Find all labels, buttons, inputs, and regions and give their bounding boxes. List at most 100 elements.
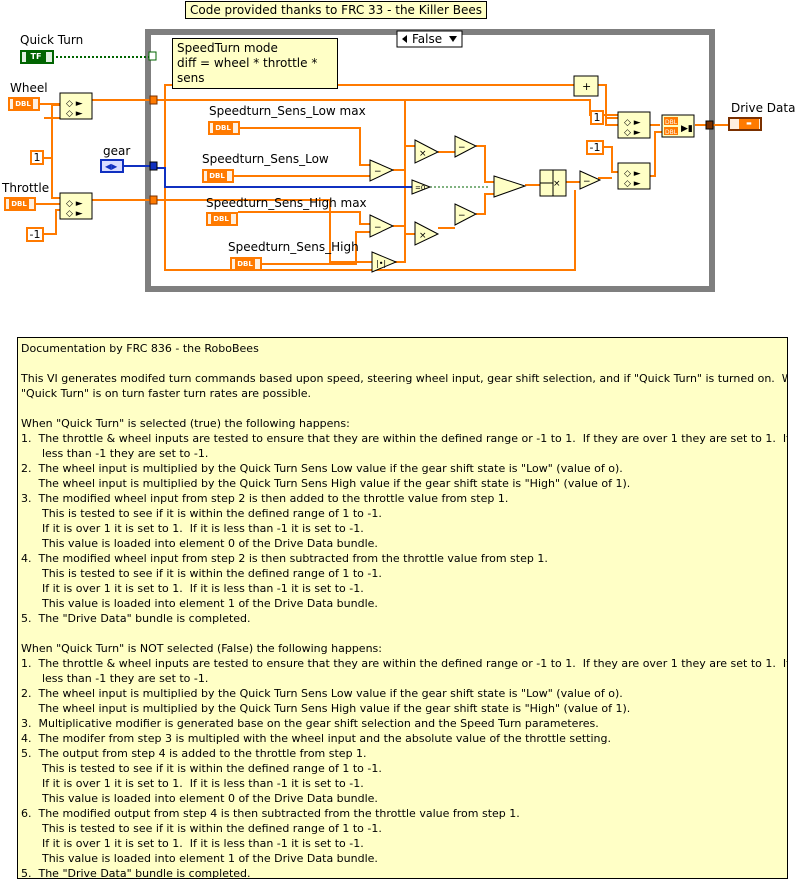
doc-line: The wheel input is multiplied by the Qui… (21, 477, 631, 490)
wheel-label: Wheel (10, 81, 48, 95)
throttle-label: Throttle (2, 181, 50, 195)
svg-text:+: + (582, 80, 591, 93)
svg-text:◇ ►: ◇ ► (624, 128, 641, 138)
bundle-node: DBL DBL ▶▮ (661, 114, 695, 138)
doc-line: 6. The modified output from step 4 is th… (21, 807, 520, 820)
param-terminal-high[interactable]: DBL (230, 257, 262, 271)
doc-line: If it is over 1 it is set to 1. If it is… (21, 522, 364, 535)
mode-note: SpeedTurn mode diff = wheel * throttle *… (172, 38, 338, 89)
svg-text:◇ ►: ◇ ► (66, 199, 83, 209)
doc-line: 1. The throttle & wheel inputs are teste… (21, 432, 788, 445)
param-terminal-low[interactable]: DBL (202, 169, 234, 183)
doc-line: The wheel input is multiplied by the Qui… (21, 702, 631, 715)
doc-line: When "Quick Turn" is selected (true) the… (21, 417, 350, 430)
multiply-node-low (414, 139, 440, 164)
doc-line: 5. The output from step 4 is added to th… (21, 747, 367, 760)
constant-one-b[interactable]: 1 (590, 110, 604, 125)
doc-line: If it is over 1 it is set to 1. If it is… (21, 582, 364, 595)
doc-line: 5. The "Drive Data" bundle is completed. (21, 612, 251, 625)
subtract-node-high (369, 214, 395, 238)
svg-text:−: − (458, 211, 466, 221)
svg-text:◇ ►: ◇ ► (624, 118, 641, 128)
block-diagram: False (36, 29, 728, 292)
doc-line: 5. The "Drive Data" bundle is completed. (21, 867, 251, 879)
case-prev-icon[interactable] (402, 35, 407, 43)
doc-line: This is tested to see if it is within th… (21, 567, 382, 580)
case-next-icon[interactable] (449, 36, 457, 42)
equal-zero-node (411, 179, 432, 195)
doc-line: less than -1 they are set to -1. (21, 672, 209, 685)
throttle-terminal[interactable]: DBL (4, 197, 36, 211)
constant-neg-one-b-value: -1 (589, 141, 601, 154)
param-terminal-high-max[interactable]: DBL (206, 212, 238, 226)
select-node-throttle: ◇ ►◇ ► (59, 192, 93, 220)
wheel-terminal[interactable]: DBL (8, 97, 40, 111)
doc-line: 4. The modifer from step 3 is multipled … (21, 732, 611, 745)
throttle-tag: DBL (9, 199, 29, 209)
doc-line: This is tested to see if it is within th… (21, 762, 382, 775)
svg-text:◇ ►: ◇ ► (66, 99, 83, 109)
doc-line: If it is over 1 it is set to 1. If it is… (21, 777, 364, 790)
mode-note-line2: diff = wheel * throttle * sens (177, 56, 318, 85)
subtract-node-low (369, 159, 395, 182)
svg-text:◇ ►: ◇ ► (66, 109, 83, 119)
param-terminal-low-max[interactable]: DBL (208, 121, 240, 135)
svg-text:|•|: |•| (376, 259, 386, 268)
doc-line: 1. The throttle & wheel inputs are teste… (21, 657, 788, 670)
svg-text:−: − (374, 223, 382, 233)
constant-one-a[interactable]: 1 (30, 150, 44, 165)
quick-turn-label: Quick Turn (20, 33, 84, 47)
enum-icon: ◀▶ (105, 162, 118, 171)
select-node-mid (493, 175, 527, 198)
doc-line: This value is loaded into element 0 of t… (21, 792, 378, 805)
svg-text:−: − (583, 177, 591, 187)
svg-text:−: − (458, 143, 466, 153)
svg-text:◇ ►: ◇ ► (624, 169, 641, 179)
case-selector[interactable]: False (396, 30, 463, 48)
svg-text:DBL: DBL (665, 119, 678, 126)
param-label-high: Speedturn_Sens_High (228, 240, 359, 254)
doc-line: 2. The wheel input is multiplied by the … (21, 687, 623, 700)
param-label-high-max: Speedturn_Sens_High max (206, 196, 367, 210)
doc-line: less than -1 they are set to -1. (21, 447, 209, 460)
svg-text:DBL: DBL (665, 129, 678, 136)
constant-one-a-value: 1 (33, 151, 41, 164)
mode-note-line1: SpeedTurn mode (177, 41, 278, 55)
doc-line: "Quick Turn" is on turn faster turn rate… (21, 387, 312, 400)
doc-line: When "Quick Turn" is NOT selected (False… (21, 642, 382, 655)
svg-text:×: × (553, 179, 561, 189)
doc-line: This value is loaded into element 1 of t… (21, 852, 378, 865)
svg-text:▶▮: ▶▮ (681, 124, 693, 134)
svg-text:◇ ►: ◇ ► (66, 209, 83, 219)
select-node-wheel: ◇ ►◇ ► (59, 92, 93, 120)
doc-line: 2. The wheel input is multiplied by the … (21, 462, 623, 475)
drive-data-indicator[interactable]: ▬ (728, 117, 762, 131)
doc-line: 4. The modified wheel input from step 2 … (21, 552, 548, 565)
subtract-node-low2 (454, 135, 478, 158)
param-tag: DBL (213, 123, 233, 133)
doc-line: This value is loaded into element 0 of t… (21, 537, 378, 550)
subtract-node-final (579, 170, 602, 190)
doc-line: This is tested to see if it is within th… (21, 507, 382, 520)
constant-neg-one-b[interactable]: -1 (586, 140, 604, 155)
select-node-out-2: ◇ ►◇ ► (617, 162, 651, 190)
param-tag: DBL (235, 259, 255, 269)
svg-text:×: × (419, 149, 427, 159)
quick-turn-terminal[interactable]: TF (20, 50, 54, 64)
wheel-tag: DBL (13, 99, 33, 109)
svg-text:◇ ►: ◇ ► (624, 179, 641, 189)
doc-line: This is tested to see if it is within th… (21, 822, 382, 835)
doc-line: 3. The modified wheel input from step 2 … (21, 492, 509, 505)
subtract-node-high2 (454, 203, 478, 226)
case-selector-value: False (412, 32, 442, 46)
gear-terminal[interactable]: ◀▶ (100, 159, 124, 173)
param-tag: DBL (211, 214, 231, 224)
abs-node (371, 251, 398, 273)
add-node (573, 75, 599, 97)
doc-line: This VI generates modifed turn commands … (21, 372, 788, 385)
select-node-out-1: ◇ ►◇ ► (617, 111, 651, 139)
param-label-low-max: Speedturn_Sens_Low max (209, 104, 366, 118)
multiply-node-high (414, 221, 440, 246)
param-tag: DBL (207, 171, 227, 181)
constant-neg-one-a[interactable]: -1 (26, 227, 44, 242)
